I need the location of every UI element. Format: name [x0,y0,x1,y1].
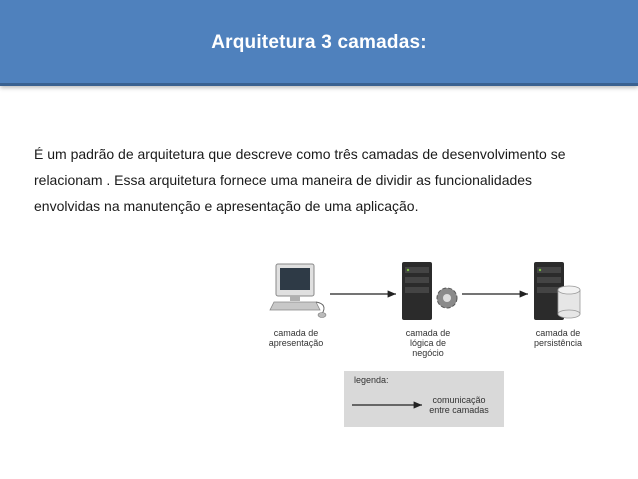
slide-title: Arquitetura 3 camadas: [211,32,427,53]
diagram-graphics [269,262,581,320]
logic-layer-label: camada de lógica de negócio [405,328,451,358]
presentation-layer-label: camada de apresentação [268,328,324,348]
paragraph-line: É um padrão de arquitetura que descreve … [34,146,566,162]
architecture-diagram: camada de apresentação camada de lógica … [262,258,598,430]
legend-description: comunicação entre camadas [429,395,489,415]
paragraph-line: envolvidas na manutenção e apresentação … [34,198,419,214]
persistence-layer-label: camada de persistência [533,328,583,348]
title-banner: Arquitetura 3 camadas: [0,0,638,86]
legend-arrow-icon [352,401,422,409]
server-database-icon [534,262,581,320]
legend-title: legenda: [354,375,389,385]
computer-icon [269,263,327,318]
paragraph-line: relacionam . Essa arquitetura fornece um… [34,172,533,188]
description-paragraph: É um padrão de arquitetura que descreve … [34,141,614,219]
legend-box: legenda: comunicação entre camadas [344,371,504,427]
server-gear-icon [402,262,458,320]
